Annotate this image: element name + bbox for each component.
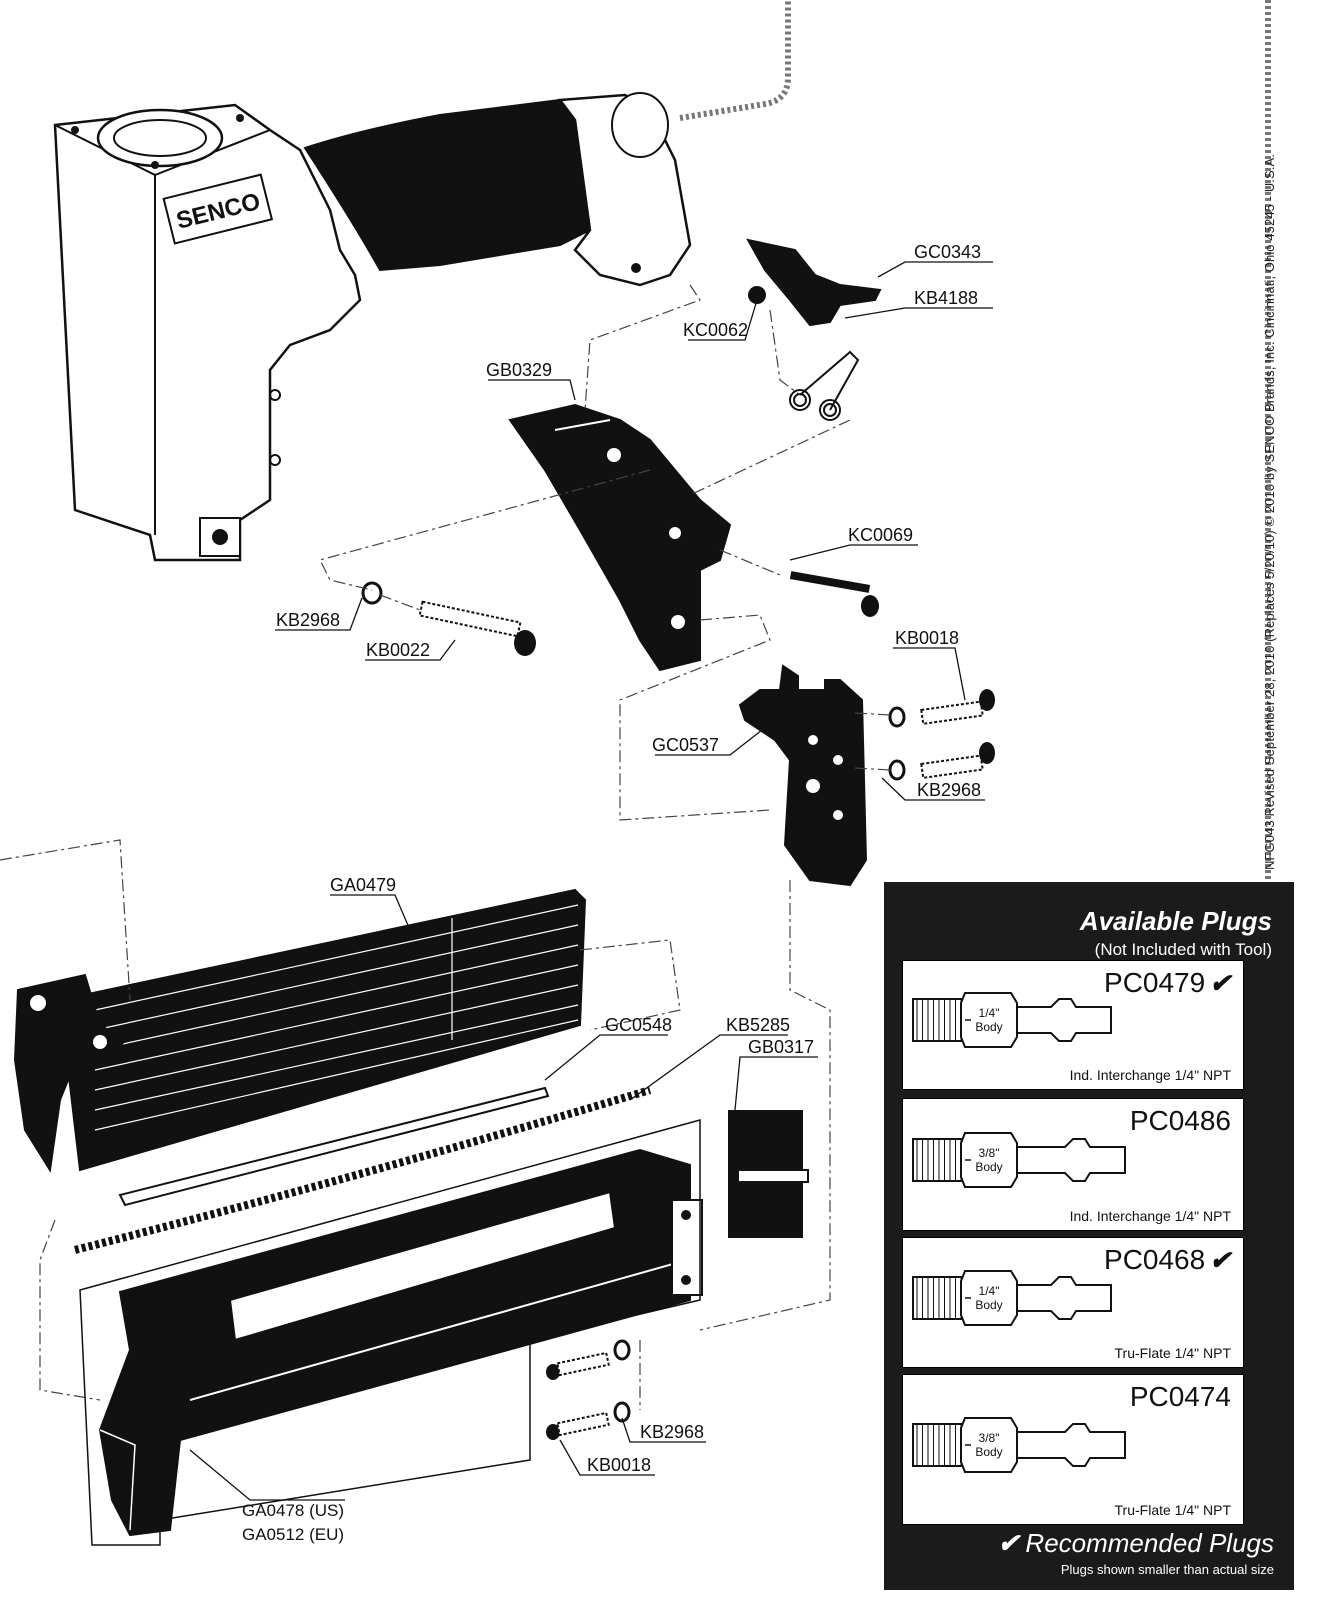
label-kb2968-left: KB2968 (276, 610, 340, 630)
plug-body-size: 1/4" (979, 1284, 1000, 1298)
follower-strip-part (118, 1086, 550, 1207)
document-credit-line: NFG043 Revised September 28, 2010 (Repla… (1262, 153, 1277, 870)
latch-screws-part (888, 689, 995, 781)
label-kb2968-right: KB2968 (917, 780, 981, 800)
plug-description: Ind. Interchange 1/4" NPT (1069, 1067, 1231, 1083)
trigger-pin-part (748, 286, 766, 304)
plug-illustration: 1/4"Body (912, 1269, 1112, 1326)
plug-body-size: 3/8" (979, 1431, 1000, 1445)
check-icon: ✔ (1209, 968, 1231, 998)
screw-part (418, 600, 536, 656)
plugs-title: Available Plugs (1079, 906, 1272, 936)
label-gc0548: GC0548 (605, 1015, 672, 1035)
plug-body-word: Body (975, 1445, 1002, 1459)
recommended-text: Recommended Plugs (1025, 1528, 1274, 1558)
pusher-block-part (728, 1110, 809, 1238)
recommended-plugs-label: ✔Recommended Plugs (998, 1528, 1274, 1559)
plug-code: PC0468✔ (1104, 1244, 1231, 1276)
plug-body-word: Body (975, 1298, 1002, 1312)
label-kc0069: KC0069 (848, 525, 913, 545)
check-icon: ✔ (997, 1528, 1020, 1558)
plugs-size-note: Plugs shown smaller than actual size (1060, 1562, 1274, 1577)
plug-code-text: PC0486 (1129, 1105, 1231, 1136)
label-gb0329: GB0329 (486, 360, 552, 380)
nose-block-part (508, 403, 732, 672)
label-kc0062: KC0062 (683, 320, 748, 340)
label-gb0317: GB0317 (748, 1037, 814, 1057)
plug-body-word: Body (975, 1020, 1002, 1034)
assembly-guide-lines (0, 284, 891, 1410)
rail-outline (79, 1119, 701, 1546)
plug-body-size: 1/4" (979, 1006, 1000, 1020)
label-kb2968-bottom: KB2968 (640, 1422, 704, 1442)
plug-illustration: 3/8"Body (912, 1131, 1126, 1188)
label-kb5285: KB5285 (726, 1015, 790, 1035)
rail-assembly-part (98, 1148, 703, 1537)
label-ga0512: GA0512 (EU) (242, 1525, 344, 1544)
plug-description: Tru-Flate 1/4" NPT (1114, 1502, 1231, 1518)
available-plugs-panel: Available Plugs (Not Included with Tool)… (884, 882, 1294, 1590)
label-ga0478: GA0478 (US) (242, 1501, 344, 1520)
long-screw-part (789, 571, 879, 617)
plug-illustration: 1/4"Body (912, 992, 1112, 1048)
check-icon: ✔ (1209, 1245, 1231, 1275)
plug-code: PC0486 (1130, 1105, 1231, 1137)
washer-part (361, 581, 383, 605)
label-kb0018-top: KB0018 (895, 628, 959, 648)
leader-lines (189, 261, 993, 1501)
plug-description: Ind. Interchange 1/4" NPT (1069, 1208, 1231, 1224)
plug-description: Tru-Flate 1/4" NPT (1114, 1345, 1231, 1361)
label-kb4188: KB4188 (914, 288, 978, 308)
label-kb0018-bottom: KB0018 (587, 1455, 651, 1475)
plug-code-text: PC0468 (1104, 1244, 1206, 1275)
trigger-spring-part (789, 350, 860, 421)
plug-code: PC0474 (1130, 1381, 1231, 1413)
latch-part (738, 664, 868, 887)
plug-body-size: 3/8" (979, 1146, 1000, 1160)
rail-screws-part (546, 1339, 631, 1440)
tool-housing: SENCO (53, 92, 692, 562)
plug-code: PC0479✔ (1104, 967, 1231, 999)
plug-code-text: PC0479 (1104, 967, 1206, 998)
plugs-subtitle: (Not Included with Tool) (1094, 940, 1272, 959)
plug-code-text: PC0474 (1129, 1381, 1231, 1412)
plug-body-word: Body (975, 1160, 1002, 1174)
label-gc0343: GC0343 (914, 242, 981, 262)
label-gc0537: GC0537 (652, 735, 719, 755)
label-kb0022: KB0022 (366, 640, 430, 660)
trigger-part (746, 238, 882, 327)
magazine-part (13, 888, 587, 1173)
plug-illustration: 3/8"Body (912, 1416, 1126, 1473)
label-ga0479: GA0479 (330, 875, 396, 895)
magazine-spring-part (74, 1086, 652, 1254)
